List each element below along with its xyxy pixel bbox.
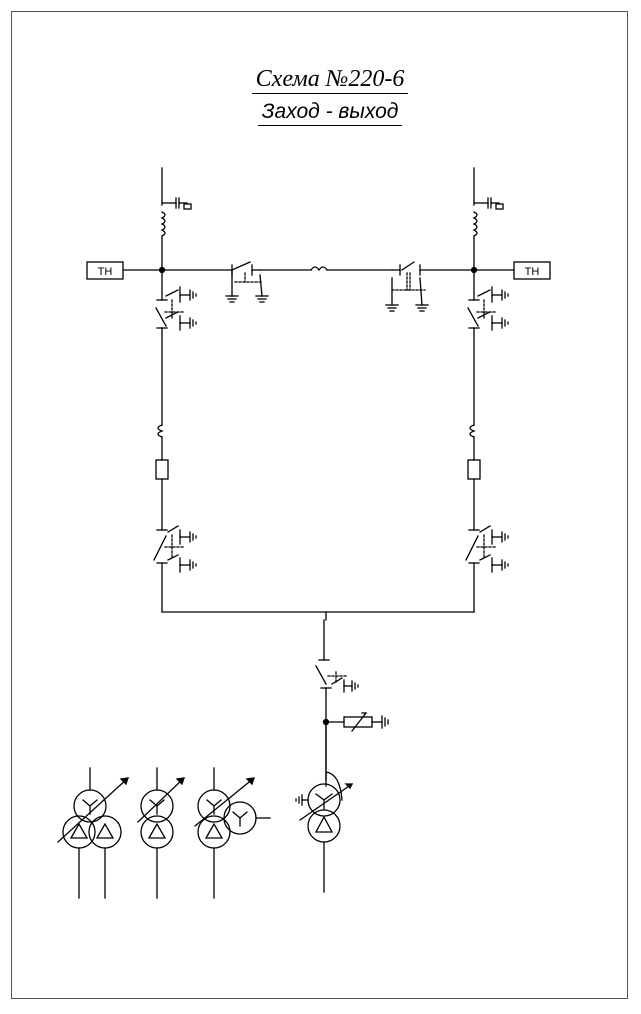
three-winding-transformer-icon [57, 767, 129, 899]
transformer-bus [161, 611, 475, 661]
diagram-subtitle: Заход - выход [200, 100, 460, 126]
bridge-disconnector-right-icon [385, 261, 429, 312]
right-disconnector-upper-icon [467, 269, 509, 417]
left-current-transformer-icon [157, 415, 164, 461]
vt-right-label: ТН [525, 266, 540, 278]
transformer-disconnector-icon [315, 659, 359, 781]
bridge-disconnector-left-icon [225, 261, 269, 303]
vt-right: ТН [470, 261, 551, 280]
left-disconnector-lower-icon [153, 525, 197, 613]
vt-left: ТН [86, 261, 166, 280]
left-disconnector-upper-icon [155, 269, 197, 417]
right-line-trap-icon [472, 211, 478, 271]
two-winding-transformer-icon [137, 767, 185, 899]
diagram-title: Схема №220-6 [200, 66, 460, 94]
left-circuit-breaker-icon [155, 459, 169, 531]
right-line-entry [473, 167, 504, 210]
surge-arrester-icon [322, 712, 389, 732]
bridge-bus [161, 266, 475, 272]
right-current-transformer-icon [469, 415, 476, 461]
bridge-reactor-icon [310, 266, 328, 272]
main-transformer-icon [295, 721, 354, 893]
drawing-frame [11, 11, 628, 999]
left-line-trap-icon [160, 211, 166, 271]
autotransformer-icon [194, 767, 271, 899]
left-line-entry [161, 167, 192, 210]
right-circuit-breaker-icon [467, 459, 481, 531]
right-disconnector-lower-icon [465, 525, 509, 613]
vt-left-label: ТН [98, 266, 113, 278]
